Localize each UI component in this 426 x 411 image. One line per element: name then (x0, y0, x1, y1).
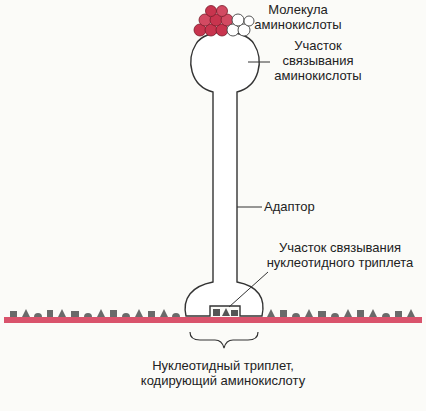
adaptor-shape (185, 32, 263, 316)
nucleotide-bases (10, 309, 415, 317)
triplet-label: Нуклеотидный триплет, кодирующий аминоки… (130, 358, 316, 388)
bracket (190, 332, 258, 348)
binding-site-label: Участок связывания аминокислоты (268, 38, 368, 83)
binding-site (227, 14, 254, 36)
leader-line (237, 207, 262, 208)
triplet-site-label: Участок связывания нуклеотидного триплет… (256, 240, 424, 270)
triplet-site (213, 308, 238, 316)
adaptor-label: Адаптор (264, 199, 334, 214)
mrna-strand (4, 317, 422, 323)
leader-line (229, 272, 268, 307)
leader-line (248, 62, 270, 63)
amino-acid-label: Молекула аминокислоты (248, 2, 348, 32)
